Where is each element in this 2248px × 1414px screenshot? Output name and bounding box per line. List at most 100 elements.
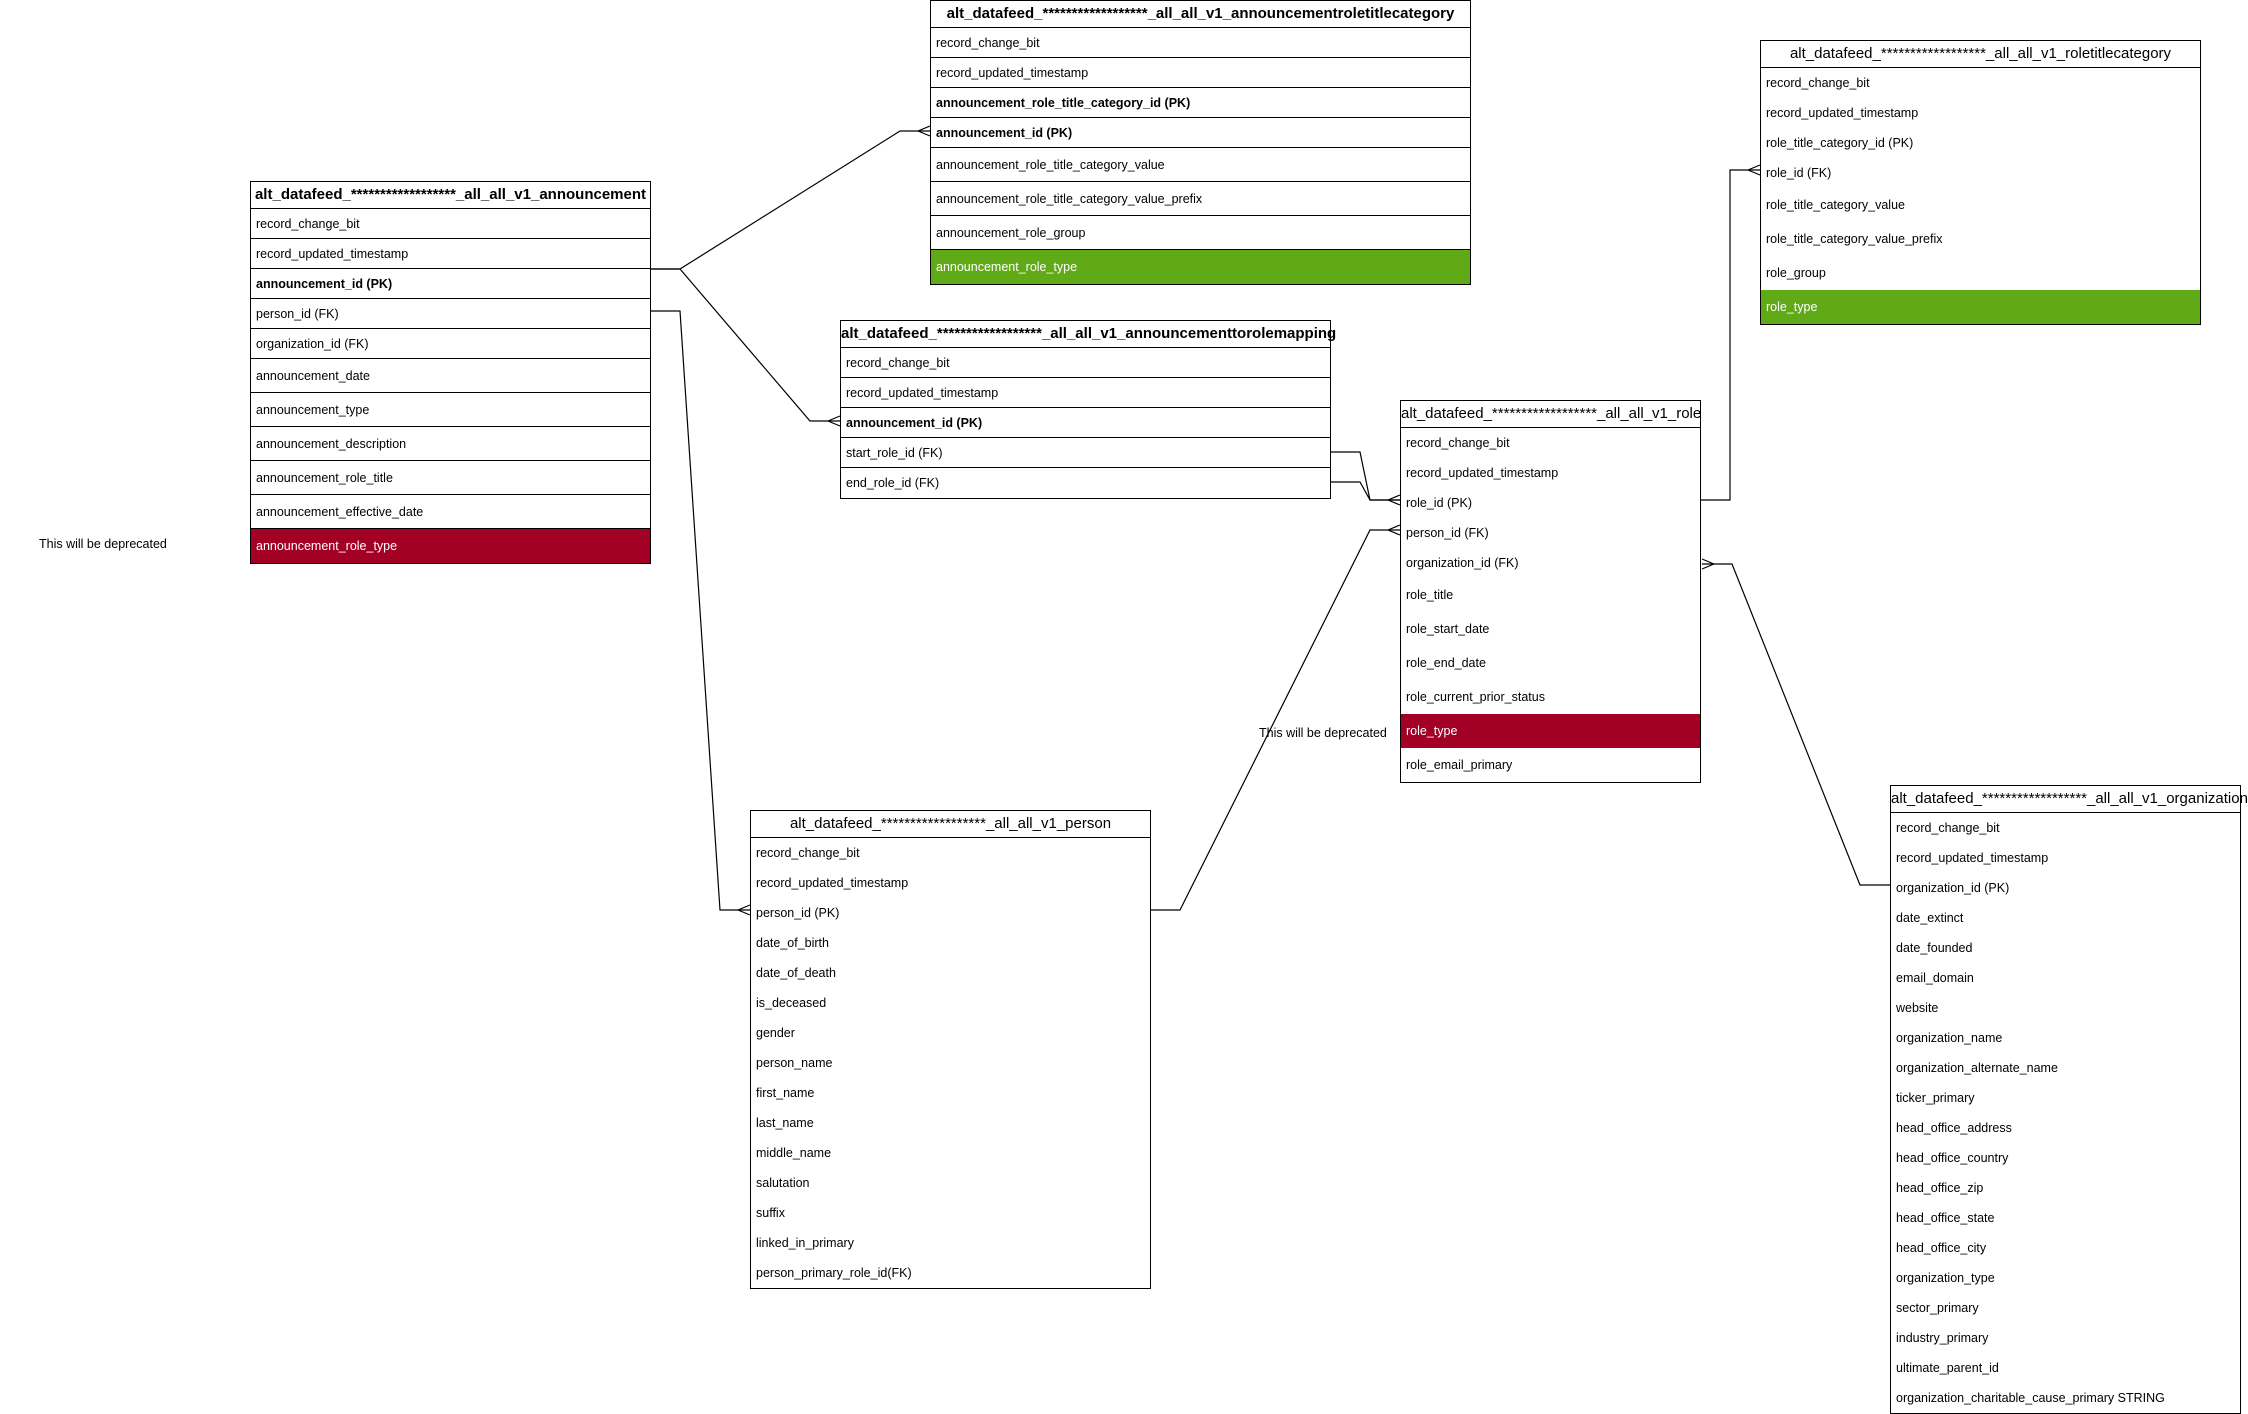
field-row[interactable]: organization_id (PK) — [1896, 881, 2010, 895]
field-row[interactable]: record_change_bit — [841, 348, 1330, 378]
crowfoot-icon — [1701, 558, 1715, 570]
field-row[interactable]: record_updated_timestamp — [931, 58, 1470, 88]
field-row[interactable]: announcement_role_title_category_value_p… — [931, 182, 1470, 216]
field-row[interactable]: email_domain — [1896, 971, 1974, 985]
field-row[interactable]: role_id (FK) — [1766, 166, 1832, 180]
field-row[interactable]: record_change_bit — [756, 846, 860, 860]
field-row[interactable]: role_start_date — [1406, 622, 1490, 636]
field-row[interactable]: record_updated_timestamp — [1766, 106, 1919, 120]
field-row[interactable]: record_updated_timestamp — [756, 876, 909, 890]
field-row[interactable]: date_of_birth — [756, 936, 829, 950]
field-row[interactable]: record_change_bit — [251, 209, 650, 239]
link-endrole-to-role — [1330, 481, 1400, 501]
link-person-to-role — [1150, 529, 1400, 911]
field-row[interactable]: salutation — [756, 1176, 810, 1190]
field-row[interactable]: middle_name — [756, 1146, 832, 1160]
entity-person[interactable]: alt_datafeed_******************_all_all_… — [750, 810, 1151, 1289]
link-announcement-to-roletitlecategory — [650, 130, 930, 270]
field-row[interactable]: end_role_id (FK) — [846, 476, 940, 490]
entity-announcementroletitlecategory[interactable]: alt_datafeed_******************_all_all_… — [930, 0, 1471, 285]
field-row[interactable]: announcement_role_type — [251, 529, 650, 563]
field-row[interactable]: organization_charitable_cause_primary ST… — [1896, 1391, 2165, 1405]
field-row[interactable]: sector_primary — [1896, 1301, 1979, 1315]
field-row[interactable]: role_current_prior_status — [1406, 690, 1545, 704]
field-row[interactable]: industry_primary — [1896, 1331, 1989, 1345]
field-row[interactable]: record_change_bit — [1406, 436, 1510, 450]
note-deprecated-left: This will be deprecated — [39, 537, 167, 551]
field-row[interactable]: record_updated_timestamp — [251, 239, 650, 269]
field-row[interactable]: head_office_address — [1896, 1121, 2012, 1135]
field-row[interactable]: person_id (FK) — [251, 299, 650, 329]
field-row[interactable]: date_of_death — [756, 966, 836, 980]
entity-title: alt_datafeed_******************_all_all_… — [931, 1, 1470, 28]
field-row[interactable]: role_title_category_id (PK) — [1766, 136, 1914, 150]
field-row[interactable]: announcement_description — [251, 427, 650, 461]
field-row[interactable]: record_updated_timestamp — [841, 378, 1330, 408]
field-row[interactable]: role_title — [1406, 588, 1454, 602]
field-row[interactable]: person_id (PK) — [756, 906, 840, 920]
link-startrole-to-role — [1330, 451, 1400, 501]
field-row[interactable]: record_change_bit — [1766, 76, 1870, 90]
field-row[interactable]: role_end_date — [1406, 656, 1486, 670]
field-row[interactable]: role_id (PK) — [1406, 496, 1472, 510]
field-row[interactable]: role_title_category_value — [1766, 198, 1905, 212]
field-row[interactable]: head_office_zip — [1896, 1181, 1984, 1195]
field-row[interactable]: start_role_id (FK) — [841, 438, 1330, 468]
entity-role[interactable]: alt_datafeed_******************_all_all_… — [1400, 400, 1701, 783]
field-row[interactable]: head_office_country — [1896, 1151, 2009, 1165]
field-row[interactable]: first_name — [756, 1086, 815, 1100]
field-row[interactable]: role_group — [1766, 266, 1826, 280]
field-row[interactable]: announcement_id (PK) — [841, 408, 1330, 438]
field-row[interactable]: announcement_role_group — [931, 216, 1470, 250]
field-row[interactable]: announcement_id (PK) — [251, 269, 650, 299]
entity-roletitlecategory[interactable]: alt_datafeed_******************_all_all_… — [1760, 40, 2201, 325]
field-row[interactable]: date_extinct — [1896, 911, 1964, 925]
crowfoot-icon — [1387, 494, 1401, 506]
field-row[interactable]: ticker_primary — [1896, 1091, 1975, 1105]
entity-announcementtorolemapping[interactable]: alt_datafeed_******************_all_all_… — [840, 320, 1336, 499]
field-row[interactable]: organization_id (FK) — [251, 329, 650, 359]
field-row[interactable]: record_updated_timestamp — [1896, 851, 2049, 865]
entity-announcement[interactable]: alt_datafeed_******************_all_all_… — [250, 181, 651, 564]
field-row[interactable]: role_title_category_value_prefix — [1766, 232, 1943, 246]
field-row[interactable]: gender — [756, 1026, 795, 1040]
field-row[interactable]: announcement_role_title — [251, 461, 650, 495]
field-row[interactable]: organization_id (FK) — [1406, 556, 1519, 570]
field-row[interactable]: organization_alternate_name — [1896, 1061, 2058, 1075]
field-row[interactable]: announcement_role_type — [931, 250, 1470, 284]
field-row[interactable]: linked_in_primary — [756, 1236, 854, 1250]
field-row[interactable]: announcement_role_title_category_value — [931, 148, 1470, 182]
field-row[interactable]: announcement_date — [251, 359, 650, 393]
crowfoot-icon — [1747, 164, 1761, 176]
field-row[interactable]: announcement_type — [251, 393, 650, 427]
field-row[interactable]: ultimate_parent_id — [1896, 1361, 1999, 1375]
entity-organization[interactable]: alt_datafeed_******************_all_all_… — [1890, 785, 2248, 1414]
field-row[interactable]: person_name — [756, 1056, 833, 1070]
field-row[interactable]: date_founded — [1896, 941, 1973, 955]
field-row[interactable]: record_updated_timestamp — [1406, 466, 1559, 480]
field-row[interactable]: announcement_id (PK) — [931, 118, 1470, 148]
crowfoot-icon — [827, 415, 841, 427]
field-row[interactable]: head_office_city — [1896, 1241, 1987, 1255]
field-row[interactable]: announcement_effective_date — [251, 495, 650, 529]
field-row[interactable]: head_office_state — [1896, 1211, 1995, 1225]
field-row[interactable]: last_name — [756, 1116, 814, 1130]
field-row[interactable]: website — [1896, 1001, 1939, 1015]
field-row[interactable]: announcement_role_title_category_id (PK) — [931, 88, 1470, 118]
field-row[interactable]: suffix — [756, 1206, 785, 1220]
field-row[interactable]: person_id (FK) — [1406, 526, 1489, 540]
field-row[interactable]: role_email_primary — [1406, 758, 1513, 772]
field-row[interactable]: organization_name — [1896, 1031, 2003, 1045]
link-announcement-to-rolemapping — [650, 268, 840, 422]
field-row[interactable]: record_change_bit — [1896, 821, 2000, 835]
field-row[interactable]: person_primary_role_id(FK) — [756, 1266, 912, 1280]
field-row[interactable]: role_type — [1401, 714, 1700, 748]
link-role-to-roletitlecategory — [1700, 169, 1760, 501]
field-row[interactable]: is_deceased — [756, 996, 827, 1010]
field-row[interactable]: role_type — [1761, 290, 2200, 324]
entity-title: alt_datafeed_******************_all_all_… — [1761, 41, 2200, 68]
field-row[interactable]: record_change_bit — [931, 28, 1470, 58]
field-row[interactable]: organization_type — [1896, 1271, 1995, 1285]
